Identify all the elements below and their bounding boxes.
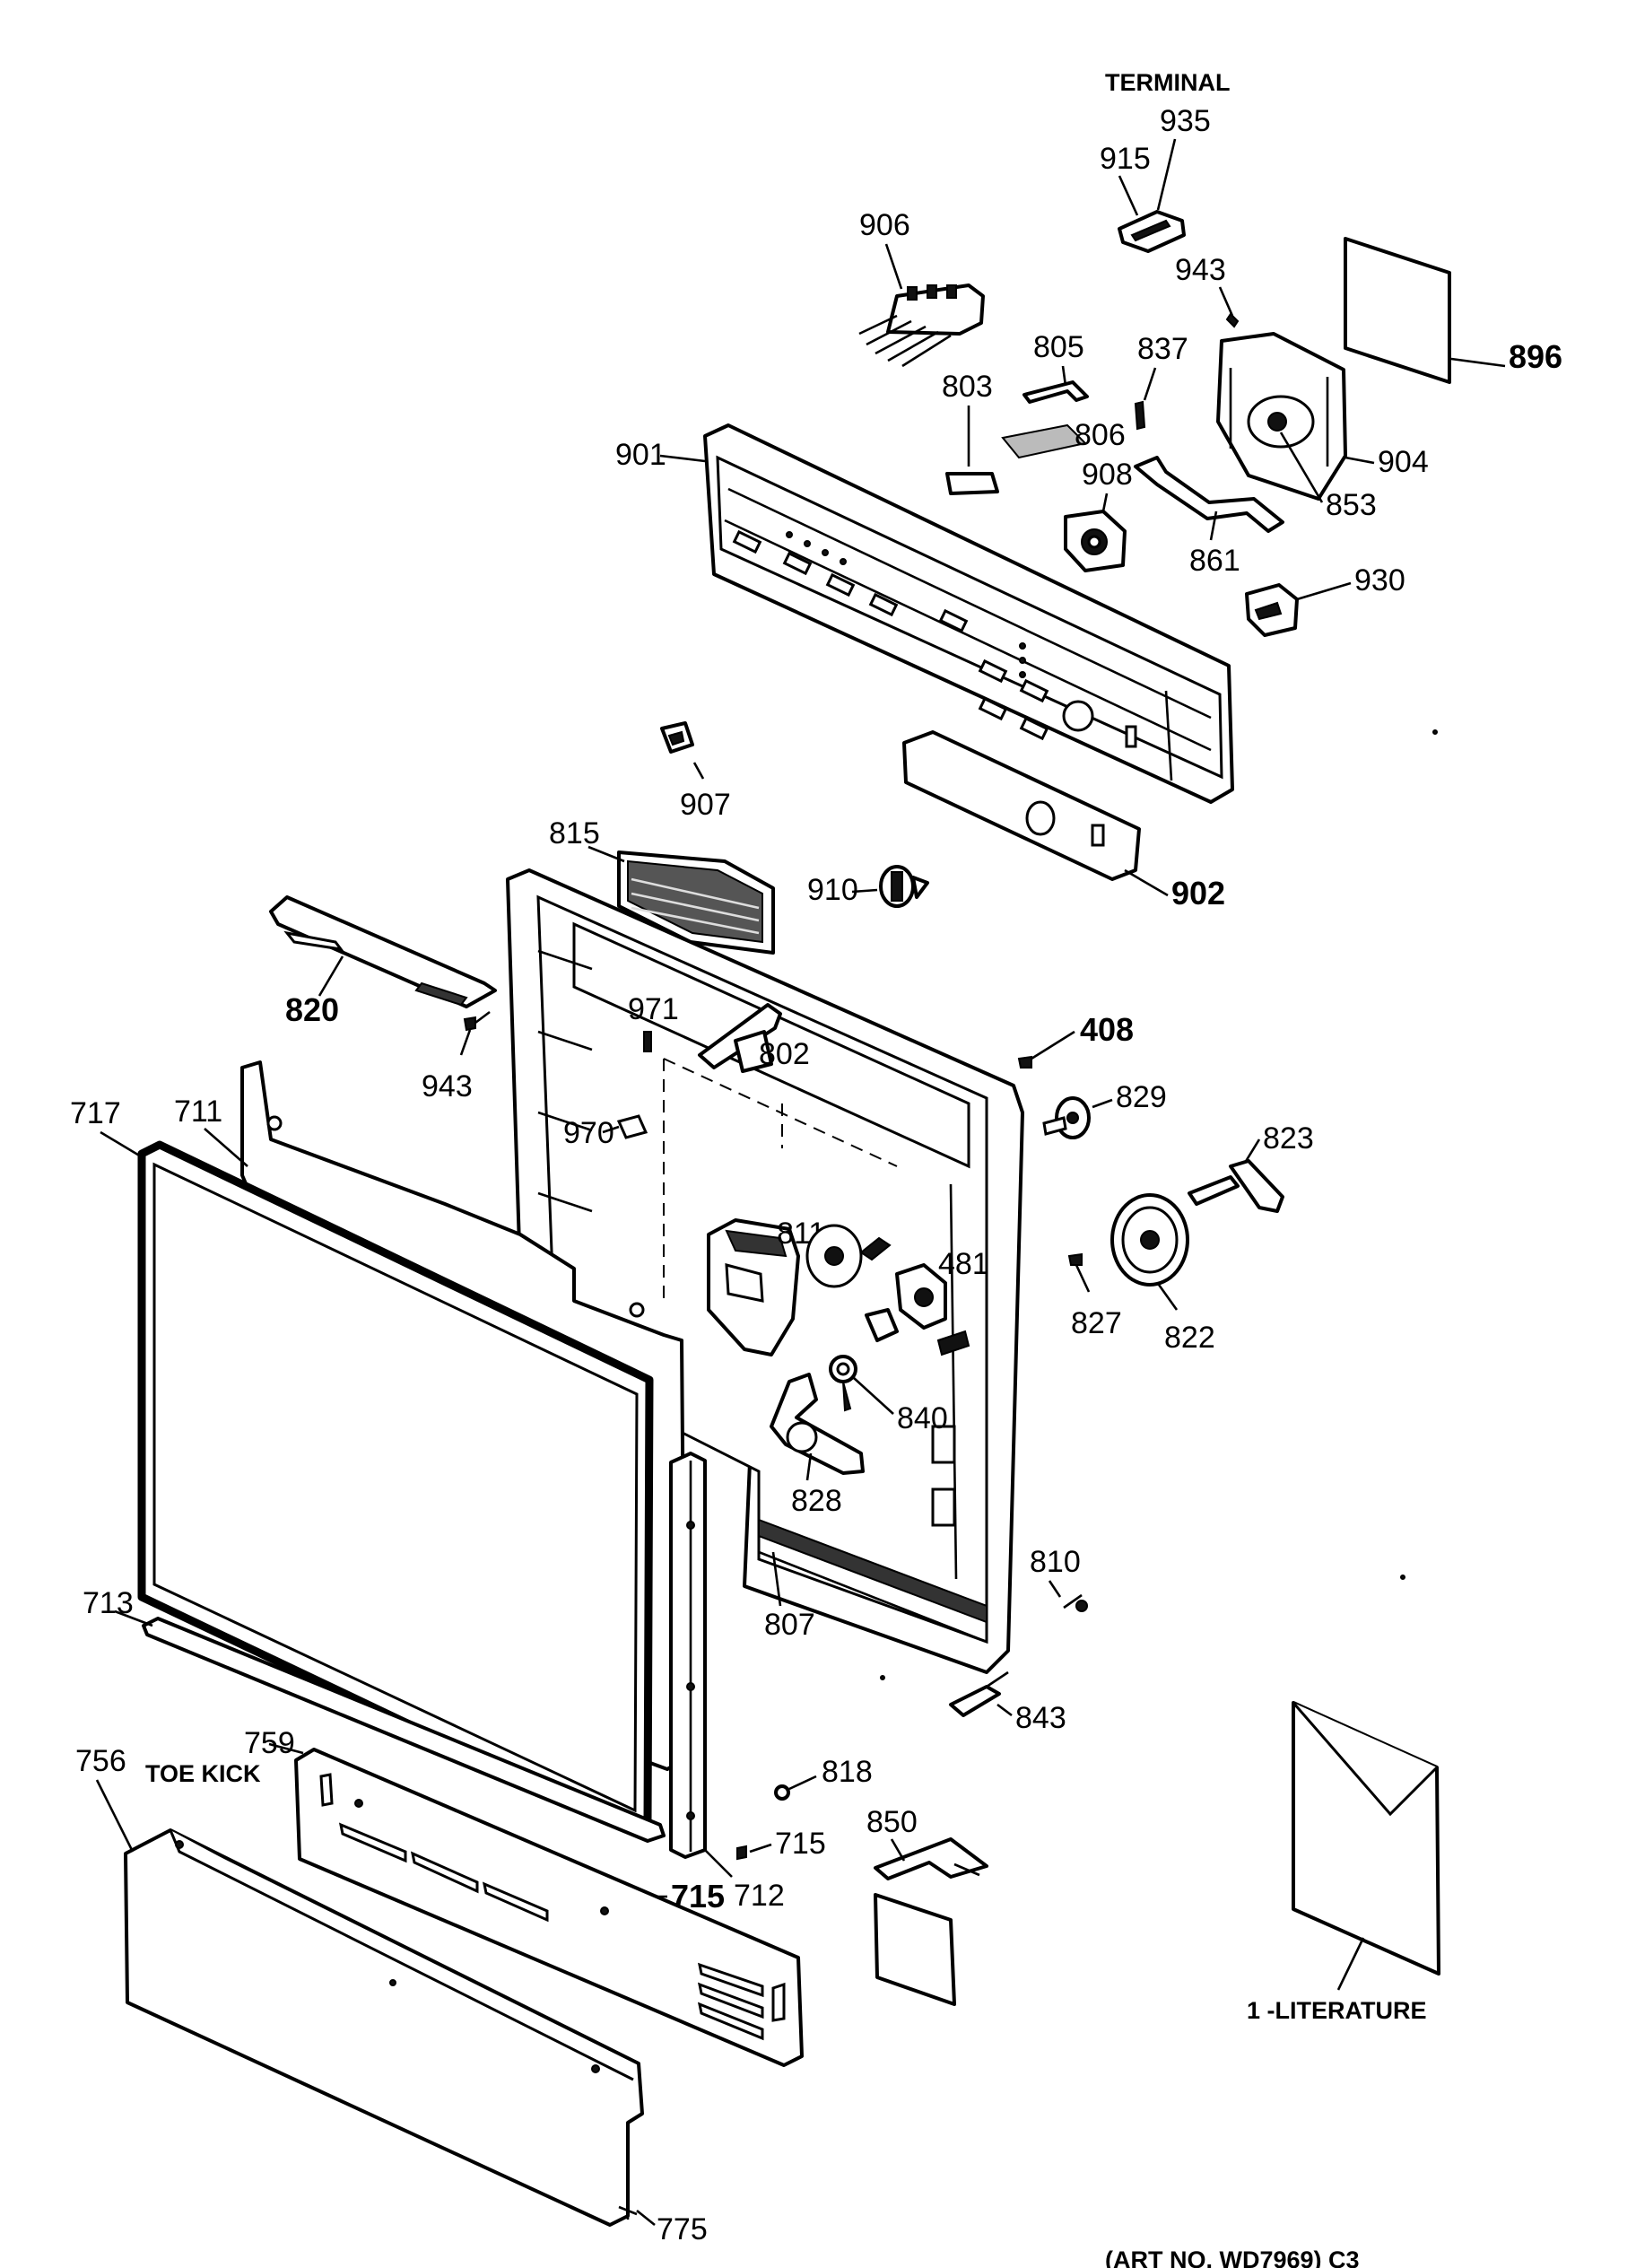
cover-850-part [874, 1837, 988, 2006]
part-label-820: 820 [285, 991, 339, 1028]
part-label-827: 827 [1071, 1306, 1122, 1340]
part-label-806: 806 [1075, 418, 1126, 452]
part-label-896: 896 [1509, 338, 1562, 375]
switch-908-part [1064, 510, 1127, 572]
part-label-837: 837 [1137, 332, 1188, 366]
part-label-715-right: 715 [775, 1827, 826, 1861]
bracket-802-part [698, 1003, 782, 1069]
timer-904-part [1216, 332, 1347, 501]
part-label-802: 802 [759, 1037, 810, 1071]
side-rail-712-part [669, 1452, 707, 1859]
connector-906-part [858, 284, 985, 368]
handle-820-part [269, 895, 497, 1008]
part-label-907: 907 [680, 788, 731, 822]
control-panel-901-part [703, 423, 1234, 804]
terminal-block-part [1118, 210, 1186, 253]
part-label-711: 711 [174, 1095, 222, 1129]
toe-kick-cover-756-part [124, 1828, 644, 2227]
knob-910-part [879, 865, 929, 908]
part-label-818: 818 [822, 1755, 873, 1789]
vent-815-part [617, 850, 775, 955]
part-label-756: 756 [75, 1744, 126, 1778]
part-829 [1042, 1096, 1091, 1139]
part-label-853: 853 [1326, 488, 1377, 522]
literature-heading: 1 -LITERATURE [1247, 1997, 1427, 2024]
part-label-822: 822 [1164, 1321, 1215, 1355]
part-930 [1245, 583, 1299, 637]
part-823 [1188, 1159, 1284, 1213]
part-label-902: 902 [1171, 875, 1225, 912]
lever-861-part [1134, 456, 1284, 533]
outer-door-panel-717-part [137, 1140, 654, 1833]
part-label-815: 815 [549, 816, 600, 850]
latch-811-part [707, 1218, 800, 1356]
plate-806-part [1001, 423, 1088, 459]
part-label-935: 935 [1160, 104, 1211, 138]
part-label-901: 901 [615, 438, 666, 472]
literature-envelope-part [1292, 1701, 1440, 1976]
part-label-843: 843 [1015, 1701, 1066, 1735]
dispenser-area-part [805, 1224, 970, 1356]
part-label-970: 970 [563, 1116, 614, 1150]
lever-828-part [770, 1373, 865, 1475]
part-label-805: 805 [1033, 330, 1084, 364]
part-label-807: 807 [764, 1608, 815, 1642]
part-label-943-bottom: 943 [422, 1069, 473, 1103]
part-label-840: 840 [897, 1401, 948, 1435]
toe-kick-heading: TOE KICK [145, 1760, 261, 1787]
part-label-829: 829 [1116, 1080, 1167, 1114]
part-label-861: 861 [1189, 544, 1240, 578]
part-label-803: 803 [942, 370, 993, 404]
label-card-896-part [1344, 237, 1451, 384]
part-label-408: 408 [1080, 1011, 1134, 1048]
part-label-810: 810 [1030, 1545, 1081, 1579]
terminal-heading: TERMINAL [1105, 69, 1230, 96]
bottom-trim-713-part [142, 1617, 666, 1843]
part-label-828: 828 [791, 1484, 842, 1518]
wheel-822-part [1110, 1193, 1189, 1287]
part-label-481: 481 [938, 1247, 989, 1281]
part-label-930: 930 [1354, 563, 1405, 598]
part-label-712: 712 [734, 1879, 785, 1913]
part-label-943-top: 943 [1175, 253, 1226, 287]
spring-840-part [829, 1355, 857, 1412]
part-label-906: 906 [859, 208, 910, 242]
part-label-915: 915 [1100, 142, 1151, 176]
strip-843-part [949, 1685, 1001, 1717]
part-label-971: 971 [628, 992, 679, 1026]
knob-907-part [660, 721, 694, 754]
part-label-850: 850 [866, 1805, 918, 1839]
part-label-904: 904 [1378, 445, 1429, 479]
part-label-910: 910 [807, 873, 858, 907]
part-label-775: 775 [657, 2212, 708, 2246]
toe-kick-759-part [294, 1748, 804, 2067]
part-label-717: 717 [70, 1096, 121, 1130]
part-label-823: 823 [1263, 1121, 1314, 1156]
part-label-908: 908 [1082, 458, 1133, 492]
art-number-caption: (ART NO. WD7969) C3 [1105, 2246, 1360, 2268]
escutcheon-902-part [902, 730, 1141, 881]
